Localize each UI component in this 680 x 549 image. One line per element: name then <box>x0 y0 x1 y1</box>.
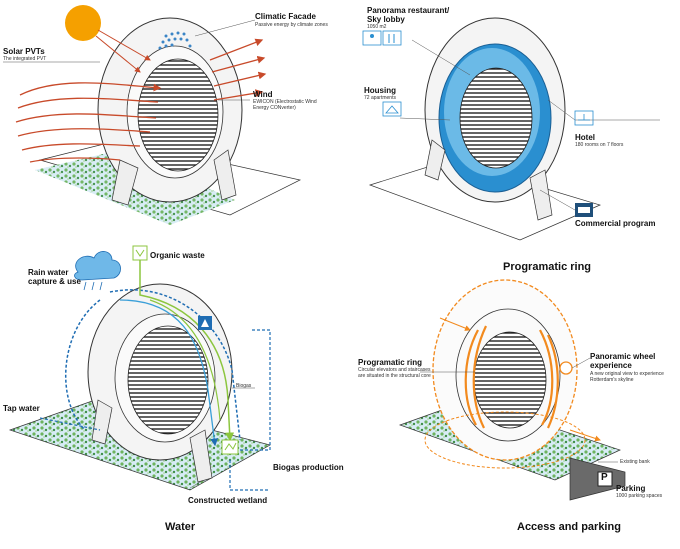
energy-panel <box>3 5 302 225</box>
restaurant-icons <box>362 30 402 46</box>
leader-lines <box>399 39 660 211</box>
organic-waste-icon <box>132 245 148 261</box>
parking-icon <box>597 471 613 487</box>
ring-hatch <box>127 325 209 435</box>
ring-hatch <box>459 67 533 169</box>
solar-pvts-title: Solar PVTs <box>3 47 45 56</box>
programatic-ring-caption: Programatic ring <box>503 261 592 273</box>
ring-leg-right <box>213 149 237 201</box>
water-caption: Water <box>165 521 196 533</box>
wind-arrows <box>15 38 267 163</box>
climatic-facade-dots <box>158 31 192 50</box>
sun-icon <box>65 5 101 41</box>
program-panel <box>362 17 660 241</box>
ring-leg-left <box>424 139 446 181</box>
wind-desc-2: Energy CONverter) <box>253 105 296 111</box>
ring-leg <box>111 159 139 206</box>
panoramic-wheel-title-1: Panoramic wheel <box>590 352 656 361</box>
ring-leg <box>189 429 213 483</box>
ground-orbit <box>424 411 586 469</box>
access-arrows <box>439 317 601 442</box>
access-parking-caption: Access and parking <box>517 521 621 533</box>
climatic-facade-desc: Passive energy by climate zones <box>255 22 328 28</box>
rain-water-title-2: capture & use <box>28 277 81 286</box>
solar-pvts-desc: The integrated PVT <box>3 56 47 62</box>
organic-waste-label: Organic waste <box>150 251 205 260</box>
orange-circulation <box>464 325 559 429</box>
sun-rays <box>95 29 151 73</box>
constructed-wetland-label: Constructed wetland <box>188 496 268 505</box>
leader-lines <box>189 387 255 489</box>
panoramic-wheel-desc-2: Rotterdam's skyline <box>590 377 634 383</box>
wind-desc-1: EWICON (Electrostatic Wind <box>253 99 317 105</box>
parking-title: Parking <box>616 484 646 493</box>
ring-leg-left <box>91 399 113 445</box>
access-ring-desc-1: Circular elevators and staircases <box>358 367 431 373</box>
rain-drips <box>83 281 103 291</box>
commercial-title: Commercial program <box>575 219 656 228</box>
ring-hatch <box>137 58 219 172</box>
restaurant-desc: 1050 m2 <box>367 24 387 30</box>
access-ring-desc-2: are situated in the structural core <box>358 373 431 379</box>
biogas-label: Biogas <box>236 383 252 389</box>
rain-water-title-1: Rain water <box>28 268 69 277</box>
housing-desc: 72 apartments <box>364 95 396 101</box>
hotel-title: Hotel <box>575 133 595 142</box>
ring-leg <box>529 169 553 221</box>
parking-sign-letter: P <box>601 472 608 483</box>
ring-hatch <box>473 331 547 429</box>
water-tank-icon <box>198 316 212 330</box>
panoramic-wheel-icon <box>559 361 573 375</box>
biogas-unit-icon <box>221 439 239 455</box>
tap-water-label: Tap water <box>3 404 40 413</box>
panoramic-wheel-title-2: experience <box>590 361 632 370</box>
restaurant-title-1: Panorama restaurant/ <box>367 6 450 15</box>
climatic-facade-title: Climatic Facade <box>255 12 316 21</box>
existing-bank-label: Existing bank <box>620 459 650 465</box>
housing-icon <box>382 101 402 117</box>
parking-desc: 1000 parking spaces <box>616 493 663 499</box>
access-panel <box>398 279 626 501</box>
leader-lines <box>3 19 256 101</box>
housing-title: Housing <box>364 86 396 95</box>
wind-title: Wind <box>253 90 273 99</box>
leader-lines <box>420 357 618 463</box>
hotel-icon <box>574 110 594 126</box>
water-panel <box>8 245 271 491</box>
access-ring-title: Programatic ring <box>358 358 423 367</box>
cloud-icon <box>74 251 121 281</box>
commercial-icon <box>575 203 593 217</box>
biogas-production-label: Biogas production <box>273 463 344 472</box>
restaurant-title-2: Sky lobby <box>367 15 405 24</box>
panoramic-wheel-desc-1: A new original view to experience <box>590 371 664 377</box>
hotel-desc: 180 rooms on 7 floors <box>575 142 624 148</box>
